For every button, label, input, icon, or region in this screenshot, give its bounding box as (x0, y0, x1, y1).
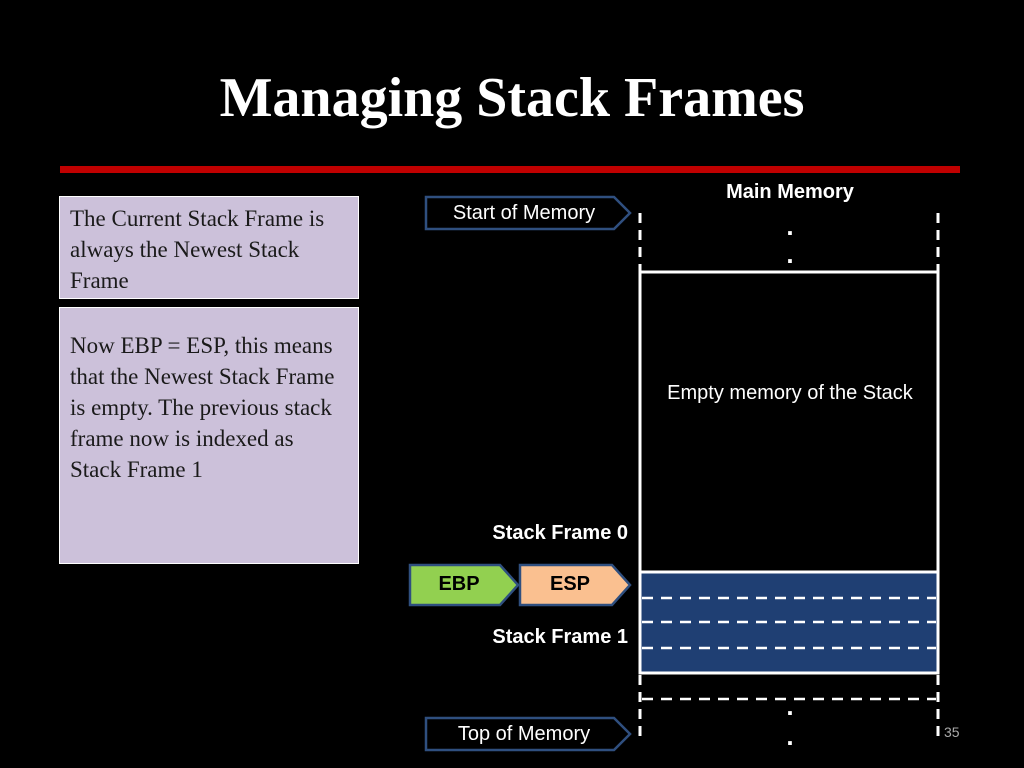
main-memory-label: Main Memory (726, 181, 854, 203)
top-of-memory-pointer (424, 716, 632, 752)
empty-memory-box (638, 270, 940, 574)
slide-title: Managing Stack Frames (219, 67, 805, 129)
ellipsis-dot-bottom-2: . (786, 721, 794, 751)
top-of-memory-label: Top of Memory (457, 723, 591, 745)
slide-number: 35 (944, 724, 960, 740)
ebp-label: EBP (438, 573, 480, 595)
ebp-pointer (408, 563, 520, 607)
ellipsis-dot-top-2: . (786, 239, 794, 269)
stack-frame-1-block (638, 570, 940, 675)
ellipsis-dot-bottom-1: . (786, 691, 794, 721)
ellipsis-dot-top-1: . (786, 211, 794, 241)
start-of-memory-label: Start of Memory (452, 202, 596, 224)
stack-frame-0-label: Stack Frame 0 (492, 522, 628, 544)
empty-memory-label: Empty memory of the Stack (667, 382, 913, 404)
esp-label: ESP (549, 573, 591, 595)
note-current-frame: The Current Stack Frame is always the Ne… (59, 196, 359, 299)
title-divider (60, 166, 960, 173)
start-of-memory-pointer (424, 195, 632, 231)
esp-pointer (518, 563, 632, 607)
note-explanation: Now EBP = ESP, this means that the Newes… (59, 307, 359, 564)
stack-frame-1-label: Stack Frame 1 (492, 626, 628, 648)
